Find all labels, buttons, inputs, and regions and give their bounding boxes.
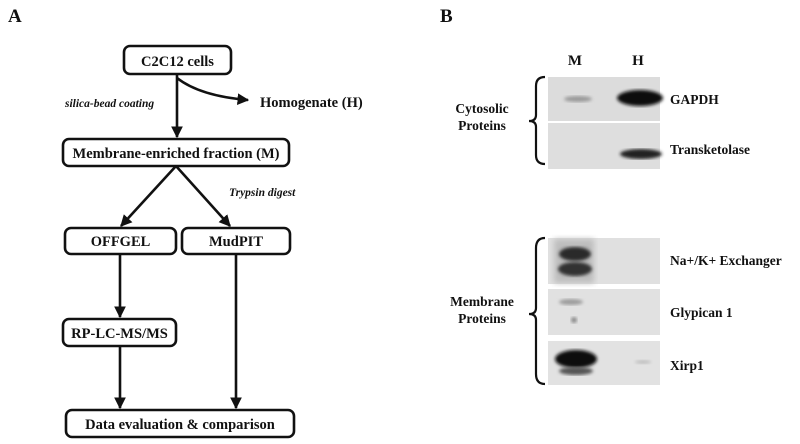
membrane-brace [528, 236, 546, 386]
cytosolic-label-line1: Cytosolic [455, 101, 508, 116]
arrow-membrane-to-offgel [120, 165, 177, 227]
protein-label-gapdh: GAPDH [670, 92, 719, 107]
offgel-node-label: OFFGEL [91, 234, 151, 250]
membrane-fraction-node-label: Membrane-enriched fraction (M) [73, 146, 280, 162]
data-evaluation-node [64, 408, 296, 439]
blot-transketolase [548, 123, 662, 169]
protein-label-glypican-1: Glypican 1 [670, 305, 733, 320]
rplc-node-label: RP-LC-MS/MS [71, 326, 168, 342]
membrane-label-line1: Membrane [450, 294, 514, 309]
arrow-cells-to-homogenate [176, 76, 250, 105]
cytosolic-label-line2: Proteins [458, 118, 506, 133]
data-evaluation-node-label: Data evaluation & comparison [85, 417, 275, 433]
mudpit-node-label: MudPIT [209, 234, 263, 250]
panel-a-label: A [8, 6, 22, 27]
blot-xirp1 [548, 341, 660, 385]
trypsin-edge-label: Trypsin digest [229, 187, 296, 199]
protein-label-xirp1: Xirp1 [670, 358, 704, 373]
blot-glypican-1 [548, 289, 660, 335]
arrow-membrane-to-mudpit [175, 165, 231, 227]
homogenate-label: Homogenate (H) [260, 95, 363, 111]
blot-gapdh [548, 77, 663, 121]
coating-edge-label: silica-bead coating [64, 98, 154, 110]
cells-node-label: C2C12 cells [141, 54, 214, 70]
western-blot-panel: M H Cytosolic Proteins Membrane Proteins [450, 53, 782, 386]
blot-na-k-exchanger [548, 238, 660, 284]
flowchart: C2C12 cells Homogenate (H) silica-bead c… [61, 44, 363, 439]
protein-label-transketolase: Transketolase [670, 142, 750, 157]
lane-label-h: H [632, 53, 644, 69]
membrane-label-line2: Proteins [458, 311, 506, 326]
panel-b-label: B [440, 6, 453, 27]
lane-label-m: M [568, 53, 582, 69]
protein-label-na-k-exchanger: Na+/K+ Exchanger [670, 253, 782, 268]
cytosolic-brace [528, 75, 546, 166]
